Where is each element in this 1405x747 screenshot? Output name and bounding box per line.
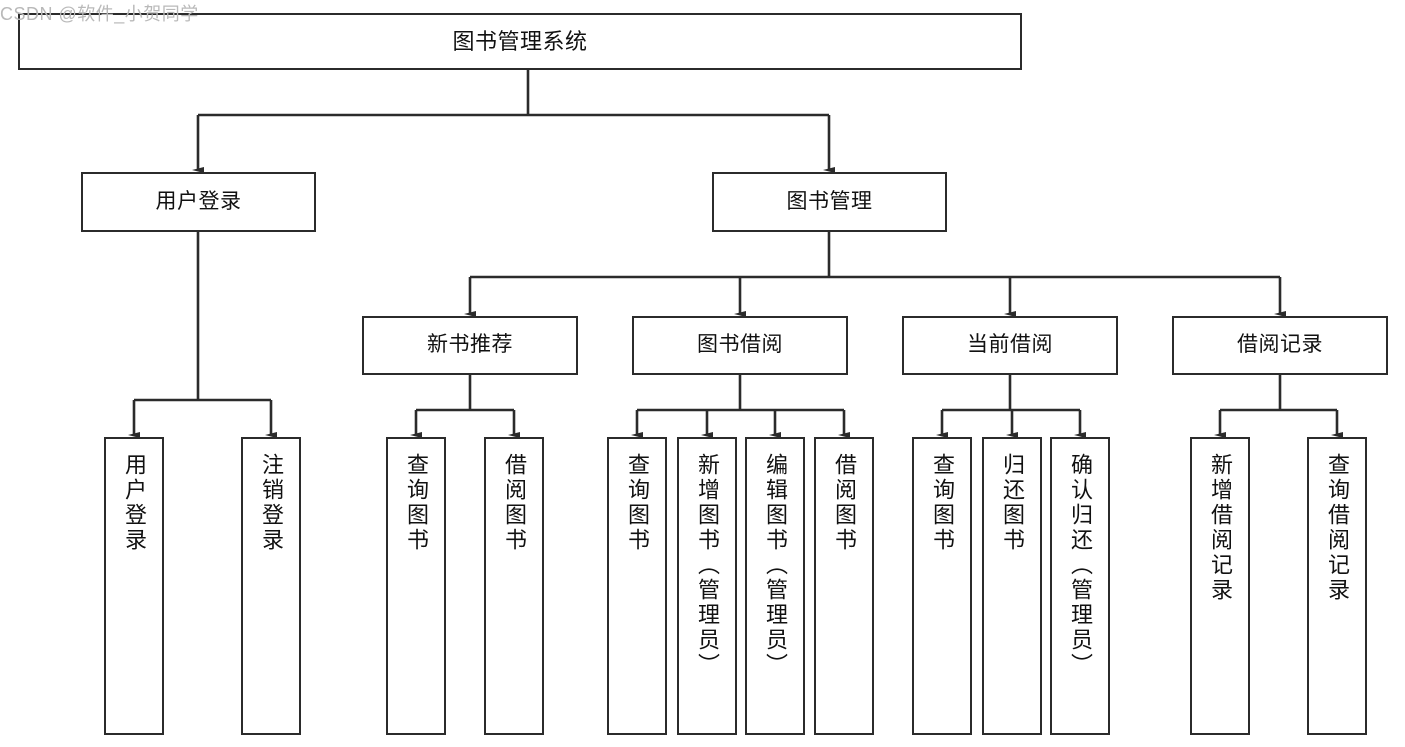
node-module-user-login[interactable]: 用户登录 — [81, 172, 316, 232]
node-function-leaf-confirm-return-admin[interactable]: 确认归还（管理员） — [1050, 437, 1110, 735]
node-label-borrow-record: 借阅记录 — [1237, 333, 1323, 357]
node-submodule-current-borrow[interactable]: 当前借阅 — [902, 316, 1118, 375]
node-function-leaf-query-borrow-record[interactable]: 查询借阅记录 — [1307, 437, 1367, 735]
watermark-text: CSDN @软件_小贺同学 — [0, 4, 199, 24]
node-function-leaf-add-borrow-record[interactable]: 新增借阅记录 — [1190, 437, 1250, 735]
node-label-current-borrow: 当前借阅 — [967, 333, 1053, 357]
node-label-root: 图书管理系统 — [452, 28, 588, 54]
node-function-leaf-return-book[interactable]: 归还图书 — [982, 437, 1042, 735]
node-function-leaf-query-book-current[interactable]: 查询图书 — [912, 437, 972, 735]
node-submodule-borrow-record[interactable]: 借阅记录 — [1172, 316, 1388, 375]
node-label-new-book-recommend: 新书推荐 — [427, 333, 513, 357]
node-label-user-login: 用户登录 — [155, 189, 242, 213]
node-function-leaf-add-book-admin[interactable]: 新增图书（管理员） — [677, 437, 737, 735]
node-label-leaf-confirm-return-admin: 确认归还（管理员） — [1068, 453, 1093, 678]
node-function-leaf-user-login[interactable]: 用户登录 — [104, 437, 164, 735]
node-label-leaf-query-book-recommend: 查询图书 — [404, 453, 429, 553]
node-label-leaf-add-book-admin: 新增图书（管理员） — [695, 453, 720, 678]
node-function-leaf-borrow-book-recommend[interactable]: 借阅图书 — [484, 437, 544, 735]
node-label-book-manage: 图书管理 — [786, 189, 873, 213]
node-label-leaf-edit-book-admin: 编辑图书（管理员） — [763, 453, 788, 678]
node-function-leaf-query-book-recommend[interactable]: 查询图书 — [386, 437, 446, 735]
node-label-leaf-borrow-book: 借阅图书 — [832, 453, 857, 553]
node-function-leaf-edit-book-admin[interactable]: 编辑图书（管理员） — [745, 437, 805, 735]
node-label-leaf-user-logout: 注销登录 — [259, 453, 284, 553]
node-function-leaf-user-logout[interactable]: 注销登录 — [241, 437, 301, 735]
connector-lines — [128, 70, 1343, 438]
node-label-leaf-query-book-current: 查询图书 — [930, 453, 955, 553]
node-module-book-manage[interactable]: 图书管理 — [712, 172, 947, 232]
node-label-leaf-query-borrow-record: 查询借阅记录 — [1325, 453, 1350, 603]
node-label-book-borrow: 图书借阅 — [697, 333, 783, 357]
node-label-leaf-add-borrow-record: 新增借阅记录 — [1208, 453, 1233, 603]
node-submodule-book-borrow[interactable]: 图书借阅 — [632, 316, 848, 375]
node-label-leaf-borrow-book-recommend: 借阅图书 — [502, 453, 527, 553]
node-root-root[interactable]: 图书管理系统 — [18, 13, 1022, 70]
node-function-leaf-query-book-borrow[interactable]: 查询图书 — [607, 437, 667, 735]
node-label-leaf-user-login: 用户登录 — [122, 453, 147, 553]
node-label-leaf-return-book: 归还图书 — [1000, 453, 1025, 553]
node-label-leaf-query-book-borrow: 查询图书 — [625, 453, 650, 553]
node-submodule-new-book-recommend[interactable]: 新书推荐 — [362, 316, 578, 375]
node-function-leaf-borrow-book[interactable]: 借阅图书 — [814, 437, 874, 735]
